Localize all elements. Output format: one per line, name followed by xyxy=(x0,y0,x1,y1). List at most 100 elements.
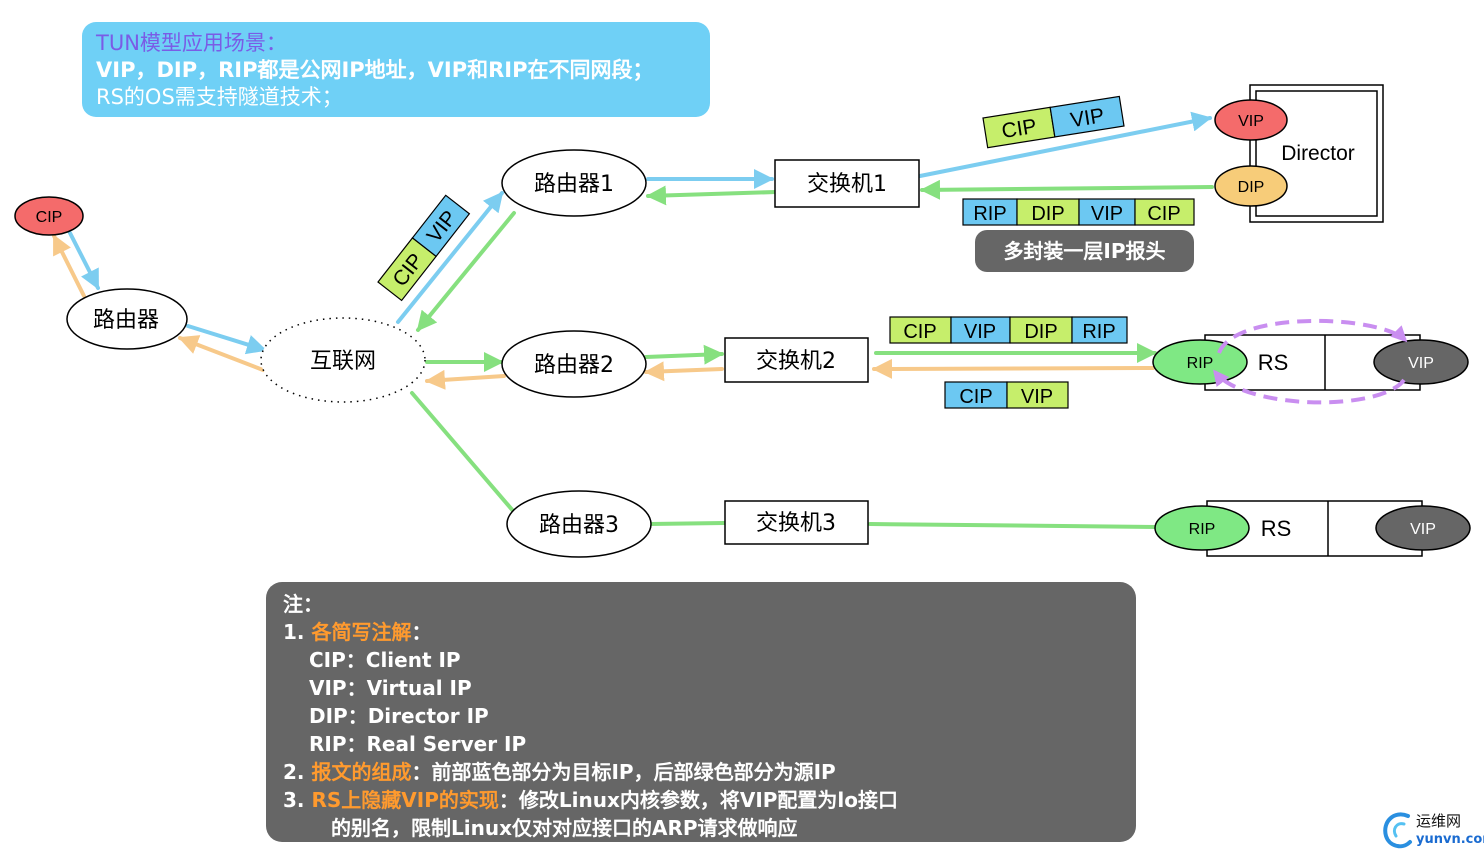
director-vip-label: VIP xyxy=(1238,113,1264,130)
notes-item-2: 2. 报文的组成：前部蓝色部分为目标IP，后部绿色部分为源IP xyxy=(283,758,1119,786)
rs2-label: RS xyxy=(1261,516,1292,541)
internet-cloud xyxy=(260,317,426,403)
arrow-switch1-to-director-vip xyxy=(918,111,1212,178)
packet-rs-text-cip: CIP xyxy=(903,321,936,343)
router2 xyxy=(501,330,647,398)
packet-encap-cell-cip xyxy=(1134,198,1195,226)
arrow-internet-to-router1 xyxy=(396,191,504,324)
logo-text-cn: 运维网 xyxy=(1416,812,1462,830)
arrow-switch1-to-router1 xyxy=(646,185,778,206)
packet-encap-cell-dip xyxy=(1016,198,1080,226)
arrow-router2-to-internet xyxy=(425,369,506,390)
notes-heading: 注： xyxy=(283,592,323,616)
switch2-label: 交换机2 xyxy=(756,349,836,374)
arrows xyxy=(52,111,1214,529)
notes-item-3-num: 3. xyxy=(283,788,305,812)
arrow-router1-to-internet xyxy=(416,211,516,332)
notes-item-1: 1. 各简写注解： xyxy=(283,618,1119,646)
link-switch3-rs2 xyxy=(868,522,1158,529)
notes-item-2-text: ：前部蓝色部分为目标IP，后部绿色部分为源IP xyxy=(411,760,836,784)
director-dip-label: DIP xyxy=(1238,179,1265,196)
rs2-rip-node xyxy=(1154,505,1250,551)
notes-item-3-text-cont: 的别名，限制Linux仅对对应接口的ARP请求做响应 xyxy=(331,816,798,840)
arrow-switch2-to-router2 xyxy=(644,361,724,382)
link-internet-router3 xyxy=(410,391,516,514)
scenario-title: TUN模型应用场景： xyxy=(96,31,287,55)
logo-swirl-icon xyxy=(1383,812,1412,849)
packet-encap-text-rip: RIP xyxy=(973,203,1006,225)
switch1-label: 交换机1 xyxy=(807,172,887,197)
router1 xyxy=(501,149,647,217)
packet-encap-text-cip: CIP xyxy=(1147,203,1180,225)
arrow-router-to-internet xyxy=(186,324,267,355)
director-label: Director xyxy=(1281,142,1355,165)
switch2 xyxy=(724,337,869,383)
packet-rs-cell-cip xyxy=(889,316,952,344)
arrow-director-dip-to-switch1 xyxy=(920,179,1214,200)
packet-rs-text-rip: RIP xyxy=(1082,321,1115,343)
packet-resp-text-vip: VIP xyxy=(1021,386,1053,408)
arrow-router2-to-switch2 xyxy=(644,344,724,365)
notes-def-dip: DIP：Director IP xyxy=(309,704,489,728)
switch1 xyxy=(774,159,920,208)
notes-def-cip: CIP：Client IP xyxy=(309,648,461,672)
scenario-line-ip: VIP，DIP，RIP都是公网IP地址，VIP和RIP在不同网段； xyxy=(96,58,654,82)
rs1-rip-label: RIP xyxy=(1187,355,1214,372)
switch3-label: 交换机3 xyxy=(756,511,836,536)
arrow-rs1-to-switch2 xyxy=(872,358,1155,379)
packet-rs-text-vip: VIP xyxy=(964,321,996,343)
packet-top-to-director: CIP VIP xyxy=(982,95,1125,149)
router3-label: 路由器3 xyxy=(539,513,619,538)
packet-top-text-vip: VIP xyxy=(1069,104,1106,132)
packet-resp-text-cip: CIP xyxy=(959,386,992,408)
internet-label: 互联网 xyxy=(310,349,376,374)
scenario-line-os: RS的OS需支持隧道技术； xyxy=(96,85,343,109)
rs2-vip-node xyxy=(1375,505,1471,551)
director-vip-node xyxy=(1214,99,1288,141)
packet-resp-cell-vip xyxy=(1006,381,1069,409)
notes-def-rip: RIP：Real Server IP xyxy=(309,732,527,756)
client-router-label: 路由器 xyxy=(93,308,159,333)
packet-encap-text-vip: VIP xyxy=(1091,203,1123,225)
router1-label: 路由器1 xyxy=(534,172,614,197)
notes-item-3-text: ：修改Linux内核参数，将VIP配置为lo接口 xyxy=(498,788,899,812)
logo-text-url: yunvn.com xyxy=(1416,832,1484,847)
packet-top-text-cip: CIP xyxy=(1000,115,1038,143)
packet-rs-text-dip: DIP xyxy=(1024,321,1057,343)
router2-label: 路由器2 xyxy=(534,353,614,378)
packet-diag-cell-vip xyxy=(411,194,471,258)
rs2-vip-label: VIP xyxy=(1410,521,1436,538)
cip-node-label: CIP xyxy=(36,209,63,226)
notes-def-vip: VIP：Virtual IP xyxy=(309,676,472,700)
scenario-description: TUN模型应用场景： VIP，DIP，RIP都是公网IP地址，VIP和RIP在不… xyxy=(82,22,710,117)
packet-response: CIP VIP xyxy=(944,381,1069,409)
arrow-router-to-cip xyxy=(52,234,86,298)
arrow-cip-to-router xyxy=(68,231,100,290)
packet-top-cell-vip xyxy=(1049,95,1125,138)
packet-encap-cell-vip xyxy=(1078,198,1136,226)
notes-item-2-num: 2. xyxy=(283,760,305,784)
arrow-internet-to-router xyxy=(178,335,265,372)
director-dip-node xyxy=(1214,165,1288,207)
router3 xyxy=(506,490,652,558)
encapsulation-label: 多封装一层IP报头 xyxy=(975,230,1194,272)
notes-item-2-title: 报文的组成 xyxy=(311,760,412,784)
rs1-vip-loop-dashed xyxy=(1217,319,1408,354)
cip-node xyxy=(14,196,84,236)
notes-item-1-title: 各简写注解 xyxy=(311,620,412,644)
notes-item-3: 3. RS上隐藏VIP的实现：修改Linux内核参数，将VIP配置为lo接口 xyxy=(283,786,1119,814)
notes-item-1-num: 1. xyxy=(283,620,305,644)
rs1-label: RS xyxy=(1258,350,1289,375)
packet-encapsulated: RIP DIP VIP CIP xyxy=(962,198,1195,226)
switch3 xyxy=(724,500,869,545)
packet-rs-cell-rip xyxy=(1071,316,1128,344)
notes-item-3-title: RS上隐藏VIP的实现 xyxy=(311,788,499,812)
site-logo: 运维网 yunvn.com xyxy=(1378,806,1484,854)
rs1-vip-loop-dashed-bottom xyxy=(1213,369,1406,405)
rs1-vip-label: VIP xyxy=(1408,355,1434,372)
notes-item-1-colon: ： xyxy=(411,620,432,644)
rs2-rip-label: RIP xyxy=(1189,521,1216,538)
rs1-vip-node xyxy=(1373,339,1469,385)
client-router xyxy=(66,288,188,350)
